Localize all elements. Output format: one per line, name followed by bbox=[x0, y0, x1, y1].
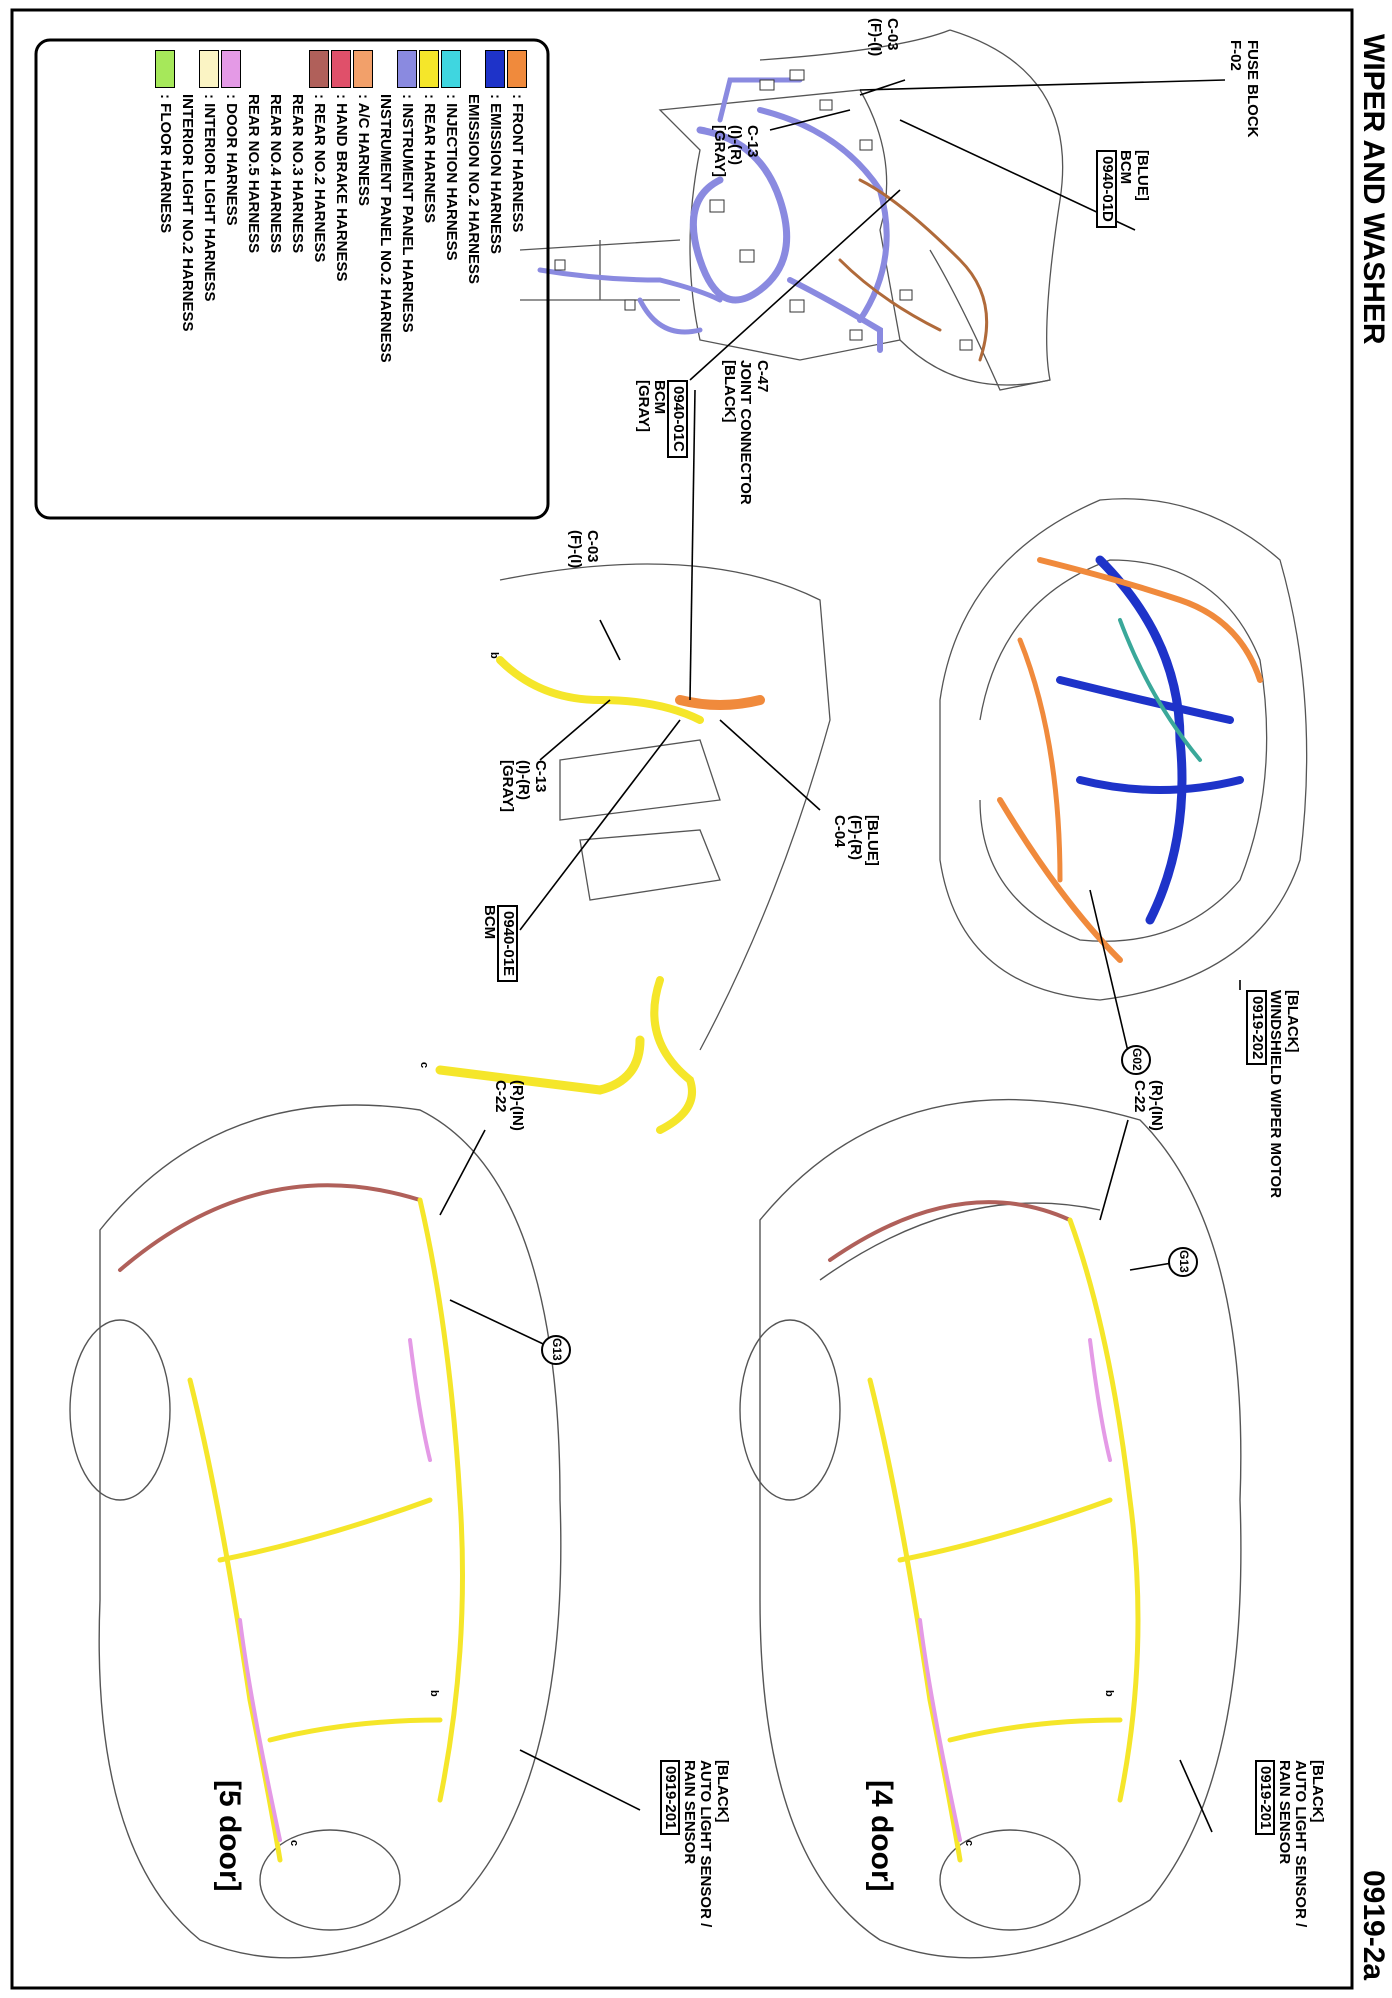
legend-swatch bbox=[309, 50, 329, 88]
legend-item: : A/C HARNESS bbox=[352, 50, 374, 363]
leader-lines bbox=[439, 79, 1241, 1833]
legend-item: REAR NO.5 HARNESS bbox=[242, 50, 264, 363]
legend-label: : INJECTION HARNESS bbox=[443, 94, 461, 261]
mark-c-4door: c bbox=[963, 1840, 975, 1847]
instrument-panel-harness bbox=[537, 77, 989, 362]
legend-label: REAR NO.3 HARNESS bbox=[289, 94, 307, 254]
legend-label: : DOOR HARNESS bbox=[223, 94, 241, 226]
legend-item: : EMISSION HARNESS bbox=[484, 50, 506, 363]
legend-item: : FLOOR HARNESS bbox=[154, 50, 176, 363]
legend-label: REAR NO.5 HARNESS bbox=[245, 94, 263, 254]
legend-label: INTERIOR LIGHT NO.2 HARNESS bbox=[179, 94, 197, 332]
c04-label: [BLUE](F)-(R)C-04 bbox=[831, 815, 881, 866]
legend-label: : A/C HARNESS bbox=[355, 94, 373, 206]
engine-bay-drawing bbox=[939, 498, 1308, 1001]
car-4door-drawing bbox=[739, 1098, 1242, 1959]
legend-item: : DOOR HARNESS bbox=[220, 50, 242, 363]
legend-item: : REAR NO.2 HARNESS bbox=[308, 50, 330, 363]
ip-connectors bbox=[554, 69, 973, 351]
g13-left-ground-label: G13 bbox=[550, 1338, 564, 1361]
legend-label: : REAR NO.2 HARNESS bbox=[311, 94, 329, 263]
legend-swatch bbox=[243, 50, 263, 88]
door-4-label: [4 door] bbox=[865, 1780, 898, 1892]
legend-label: : REAR HARNESS bbox=[421, 94, 439, 224]
legend-swatch bbox=[419, 50, 439, 88]
door-5-label: [5 door] bbox=[213, 1780, 246, 1892]
legend-swatch bbox=[463, 50, 483, 88]
mark-c-dash: c bbox=[418, 1062, 430, 1069]
mark-b-4door: b bbox=[1103, 1690, 1115, 1697]
legend-item: EMISSION NO.2 HARNESS bbox=[462, 50, 484, 363]
c22-left-label: (R)-(IN)C-22 bbox=[492, 1080, 527, 1131]
legend-item: : HAND BRAKE HARNESS bbox=[330, 50, 352, 363]
legend-item: REAR NO.4 HARNESS bbox=[264, 50, 286, 363]
legend-swatch bbox=[331, 50, 351, 88]
legend-swatch bbox=[353, 50, 373, 88]
legend-label: REAR NO.4 HARNESS bbox=[267, 94, 285, 254]
legend-swatch bbox=[507, 50, 527, 88]
mark-b-5door: b bbox=[428, 1690, 440, 1697]
legend-item: : INJECTION HARNESS bbox=[440, 50, 462, 363]
legend-swatch bbox=[265, 50, 285, 88]
legend-swatch bbox=[287, 50, 307, 88]
legend-item: REAR NO.3 HARNESS bbox=[286, 50, 308, 363]
legend-swatch bbox=[441, 50, 461, 88]
car-4door-harness bbox=[828, 1200, 1141, 1863]
page-title: WIPER AND WASHER bbox=[1357, 34, 1390, 345]
legend-swatch bbox=[485, 50, 505, 88]
instrument-panel-drawing bbox=[519, 29, 1064, 391]
legend-swatch bbox=[199, 50, 219, 88]
engine-bay-harness bbox=[997, 555, 1263, 963]
legend-label: INSTRUMENT PANEL NO.2 HARNESS bbox=[377, 94, 395, 363]
legend-item: : FRONT HARNESS bbox=[506, 50, 528, 363]
legend-label: : FLOOR HARNESS bbox=[157, 94, 175, 234]
legend-swatch bbox=[221, 50, 241, 88]
legend-item: : REAR HARNESS bbox=[418, 50, 440, 363]
legend-swatch bbox=[375, 50, 395, 88]
legend-label: EMISSION NO.2 HARNESS bbox=[465, 94, 483, 285]
g13-right-ground-label: G13 bbox=[1177, 1250, 1191, 1273]
c13-mid-label: C-13(I)-(R)[GRAY] bbox=[499, 760, 549, 812]
legend-item: : INTERIOR LIGHT HARNESS bbox=[198, 50, 220, 363]
legend-item: INTERIOR LIGHT NO.2 HARNESS bbox=[176, 50, 198, 363]
g02-ground-label: G02 bbox=[1130, 1048, 1144, 1071]
legend-label: : INTERIOR LIGHT HARNESS bbox=[201, 94, 219, 302]
c13-top-label: C-13(I)-(R)[GRAY] bbox=[711, 125, 761, 177]
mark-c-5door: c bbox=[288, 1840, 300, 1847]
legend-item: : INSTRUMENT PANEL HARNESS bbox=[396, 50, 418, 363]
dashboard-harness bbox=[435, 656, 765, 1134]
c22-right-label: (R)-(IN)C-22 bbox=[1131, 1080, 1166, 1131]
car-5door-drawing bbox=[69, 1104, 562, 1959]
legend-item: INSTRUMENT PANEL NO.2 HARNESS bbox=[374, 50, 396, 363]
harness-legend: : FRONT HARNESS: EMISSION HARNESS EMISSI… bbox=[154, 50, 528, 363]
legend-swatch bbox=[155, 50, 175, 88]
c03-top-label: C-03(F)-(I) bbox=[867, 18, 902, 57]
legend-label: : FRONT HARNESS bbox=[509, 94, 527, 233]
c03-mid-label: C-03(F)-(I) bbox=[567, 530, 602, 569]
mark-b-dash: b bbox=[488, 652, 500, 659]
legend-swatch bbox=[177, 50, 197, 88]
dashboard-drawing bbox=[499, 563, 831, 1051]
legend-label: : EMISSION HARNESS bbox=[487, 94, 505, 255]
legend-swatch bbox=[397, 50, 417, 88]
legend-label: : INSTRUMENT PANEL HARNESS bbox=[399, 94, 417, 333]
legend-label: : HAND BRAKE HARNESS bbox=[333, 94, 351, 282]
car-5door-harness bbox=[118, 1183, 465, 1863]
page-code: 0919-2a bbox=[1357, 1870, 1390, 1981]
